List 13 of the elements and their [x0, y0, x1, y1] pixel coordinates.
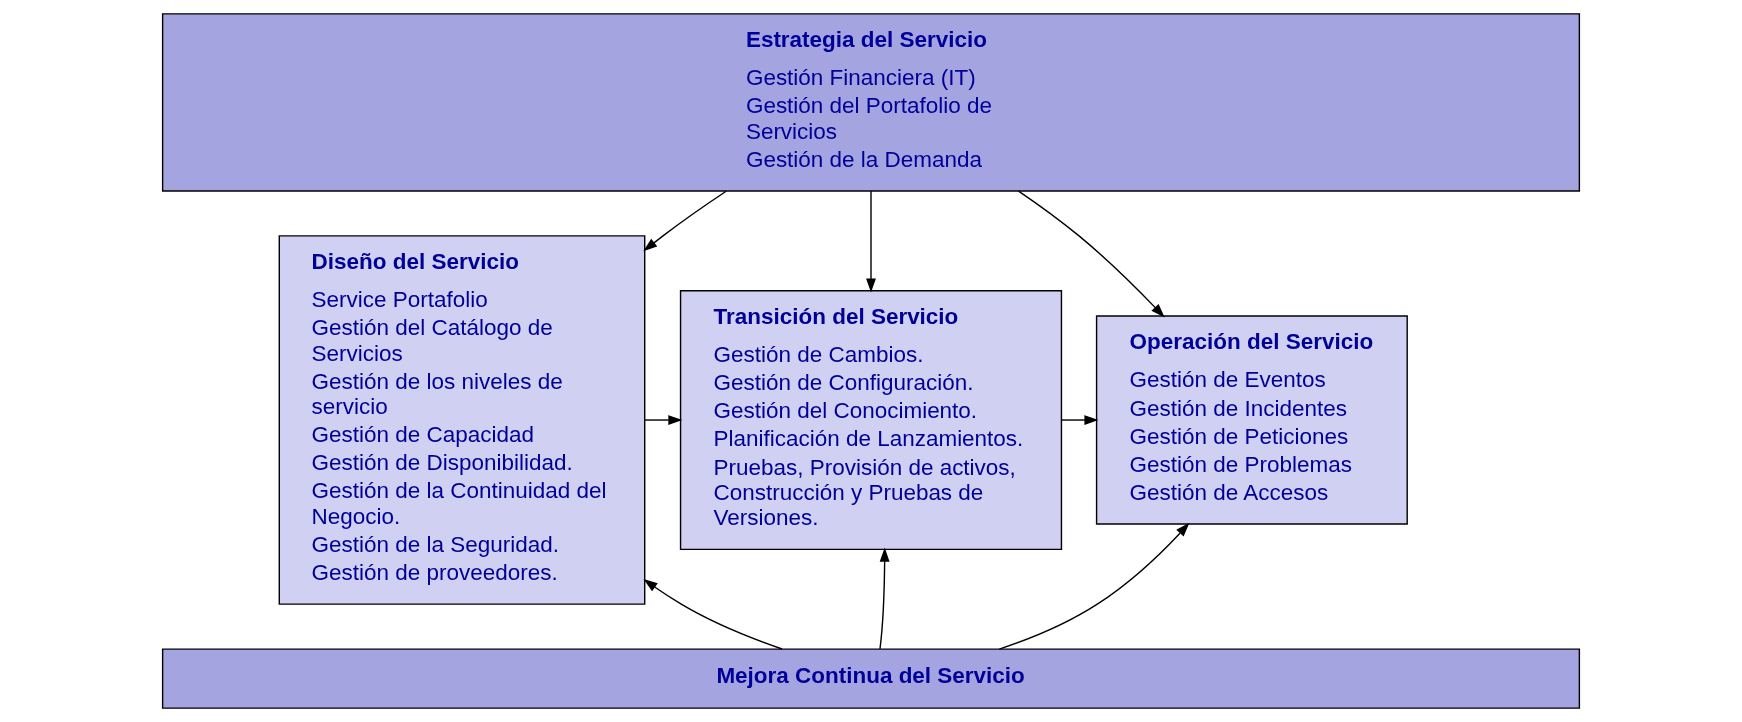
- arrow: [1061, 415, 1099, 425]
- arrow: [643, 190, 727, 252]
- arrow: [644, 415, 683, 425]
- node-box: Operación del Servicio Gestión de Eventos Gestión de Incidentes Gestión de Peticiones Gestión de Problemas Gestión de Accesos: [1095, 315, 1408, 525]
- node-box: Transición del Servicio Gestión de Cambios. Gestión de Configuración. Gestión del Conocimiento. Planificación de Lanzamientos. Pruebas, Provisión de activos, Construcción y Pruebas de Versiones.: [679, 290, 1063, 551]
- node-box: Diseño del Servicio Service Portafolio Gestión del Catálogo de Servicios Gestión de los niveles de servicio Gestión de Capacidad Gestión de Disponibilidad. Gestión de la Continuidad del Negocio. Gestión de la Seguridad. Gestión de proveedores.: [278, 235, 646, 605]
- node-box: Estrategia del Servicio Gestión Financiera (IT) Gestión del Portafolio de Servicios Gestión de la Demanda: [161, 13, 1581, 192]
- arrow: [879, 547, 890, 650]
- arrow: [1017, 190, 1165, 318]
- arrow: [643, 579, 783, 650]
- arrow: [866, 190, 876, 293]
- arrow: [998, 522, 1190, 650]
- node-box: Mejora Continua del Servicio: [161, 648, 1581, 709]
